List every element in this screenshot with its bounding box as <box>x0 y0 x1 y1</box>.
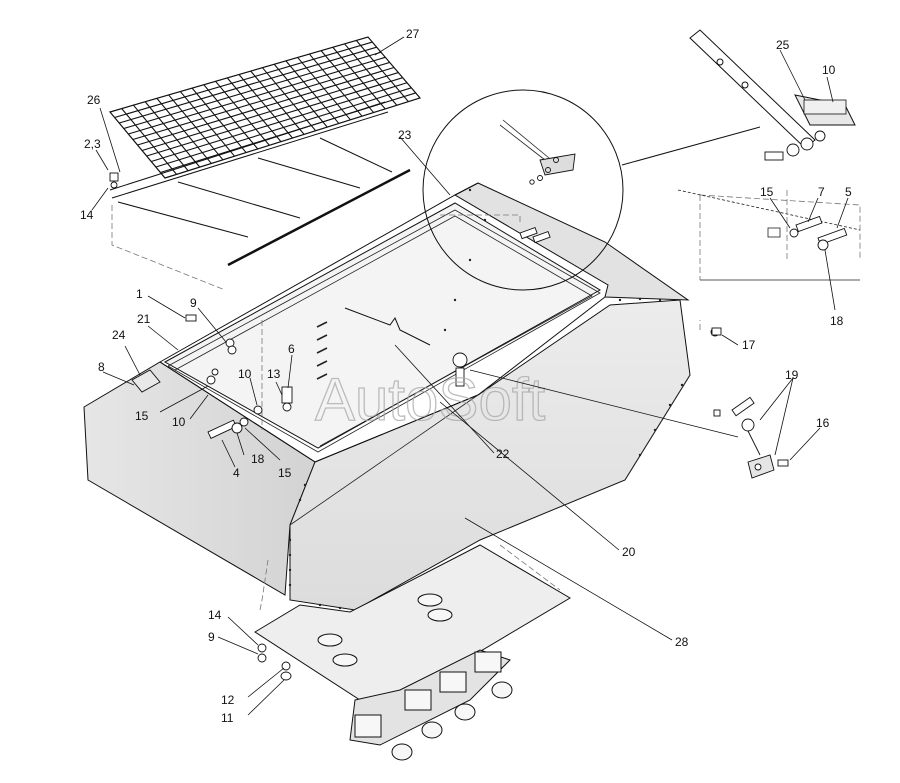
callout-18: 18 <box>830 314 844 328</box>
callout-labels: 27 26 2,3 14 25 10 23 15 7 5 18 17 1 9 6… <box>80 27 852 725</box>
callout-25: 25 <box>776 38 790 52</box>
callout-9b: 9 <box>208 630 215 644</box>
callout-27: 27 <box>406 27 420 41</box>
callout-1: 1 <box>136 287 143 301</box>
bolt-set-right <box>710 215 848 337</box>
callout-8: 8 <box>98 360 105 374</box>
callout-16: 16 <box>816 416 830 430</box>
hopper-body <box>83 182 691 611</box>
latch-assembly <box>713 396 789 479</box>
callout-12: 12 <box>221 693 235 707</box>
callout-23: 23 <box>398 128 412 142</box>
callout-4: 4 <box>233 466 240 480</box>
callout-14b: 14 <box>208 608 222 622</box>
side-panel <box>677 189 861 281</box>
agitator-rod <box>344 307 431 346</box>
callout-7: 7 <box>818 185 825 199</box>
side-slots <box>316 321 328 380</box>
callout-28: 28 <box>675 635 689 649</box>
callout-5: 5 <box>845 185 852 199</box>
callout-10c: 10 <box>172 415 186 429</box>
leader-lines <box>91 36 849 716</box>
detail-circle <box>422 89 761 291</box>
callout-11: 11 <box>221 711 234 725</box>
hopper-inner-floor <box>163 202 601 449</box>
callout-6: 6 <box>288 342 295 356</box>
rivet-row <box>288 188 684 610</box>
drive-unit <box>254 544 571 761</box>
callout-22: 22 <box>496 447 510 461</box>
callout-20: 20 <box>622 545 636 559</box>
callout-9: 9 <box>190 296 197 310</box>
support-frame <box>109 101 411 267</box>
callout-17: 17 <box>742 338 756 352</box>
callout-10b: 10 <box>238 367 252 381</box>
callout-14: 14 <box>80 208 94 222</box>
callout-21: 21 <box>137 312 151 326</box>
bolt-set-center <box>452 226 551 387</box>
callout-13: 13 <box>267 367 281 381</box>
callout-10: 10 <box>822 63 836 77</box>
callout-24: 24 <box>112 328 126 342</box>
callout-19: 19 <box>785 368 799 382</box>
callout-18b: 18 <box>251 452 265 466</box>
callout-15c: 15 <box>278 466 292 480</box>
callout-26: 26 <box>87 93 101 107</box>
callout-2-3: 2,3 <box>84 137 101 151</box>
callout-15: 15 <box>760 185 774 199</box>
pivot-arm <box>689 29 856 161</box>
callout-15b: 15 <box>135 409 149 423</box>
mesh-grid <box>108 36 422 179</box>
watermark: AutoSoft <box>315 366 545 433</box>
